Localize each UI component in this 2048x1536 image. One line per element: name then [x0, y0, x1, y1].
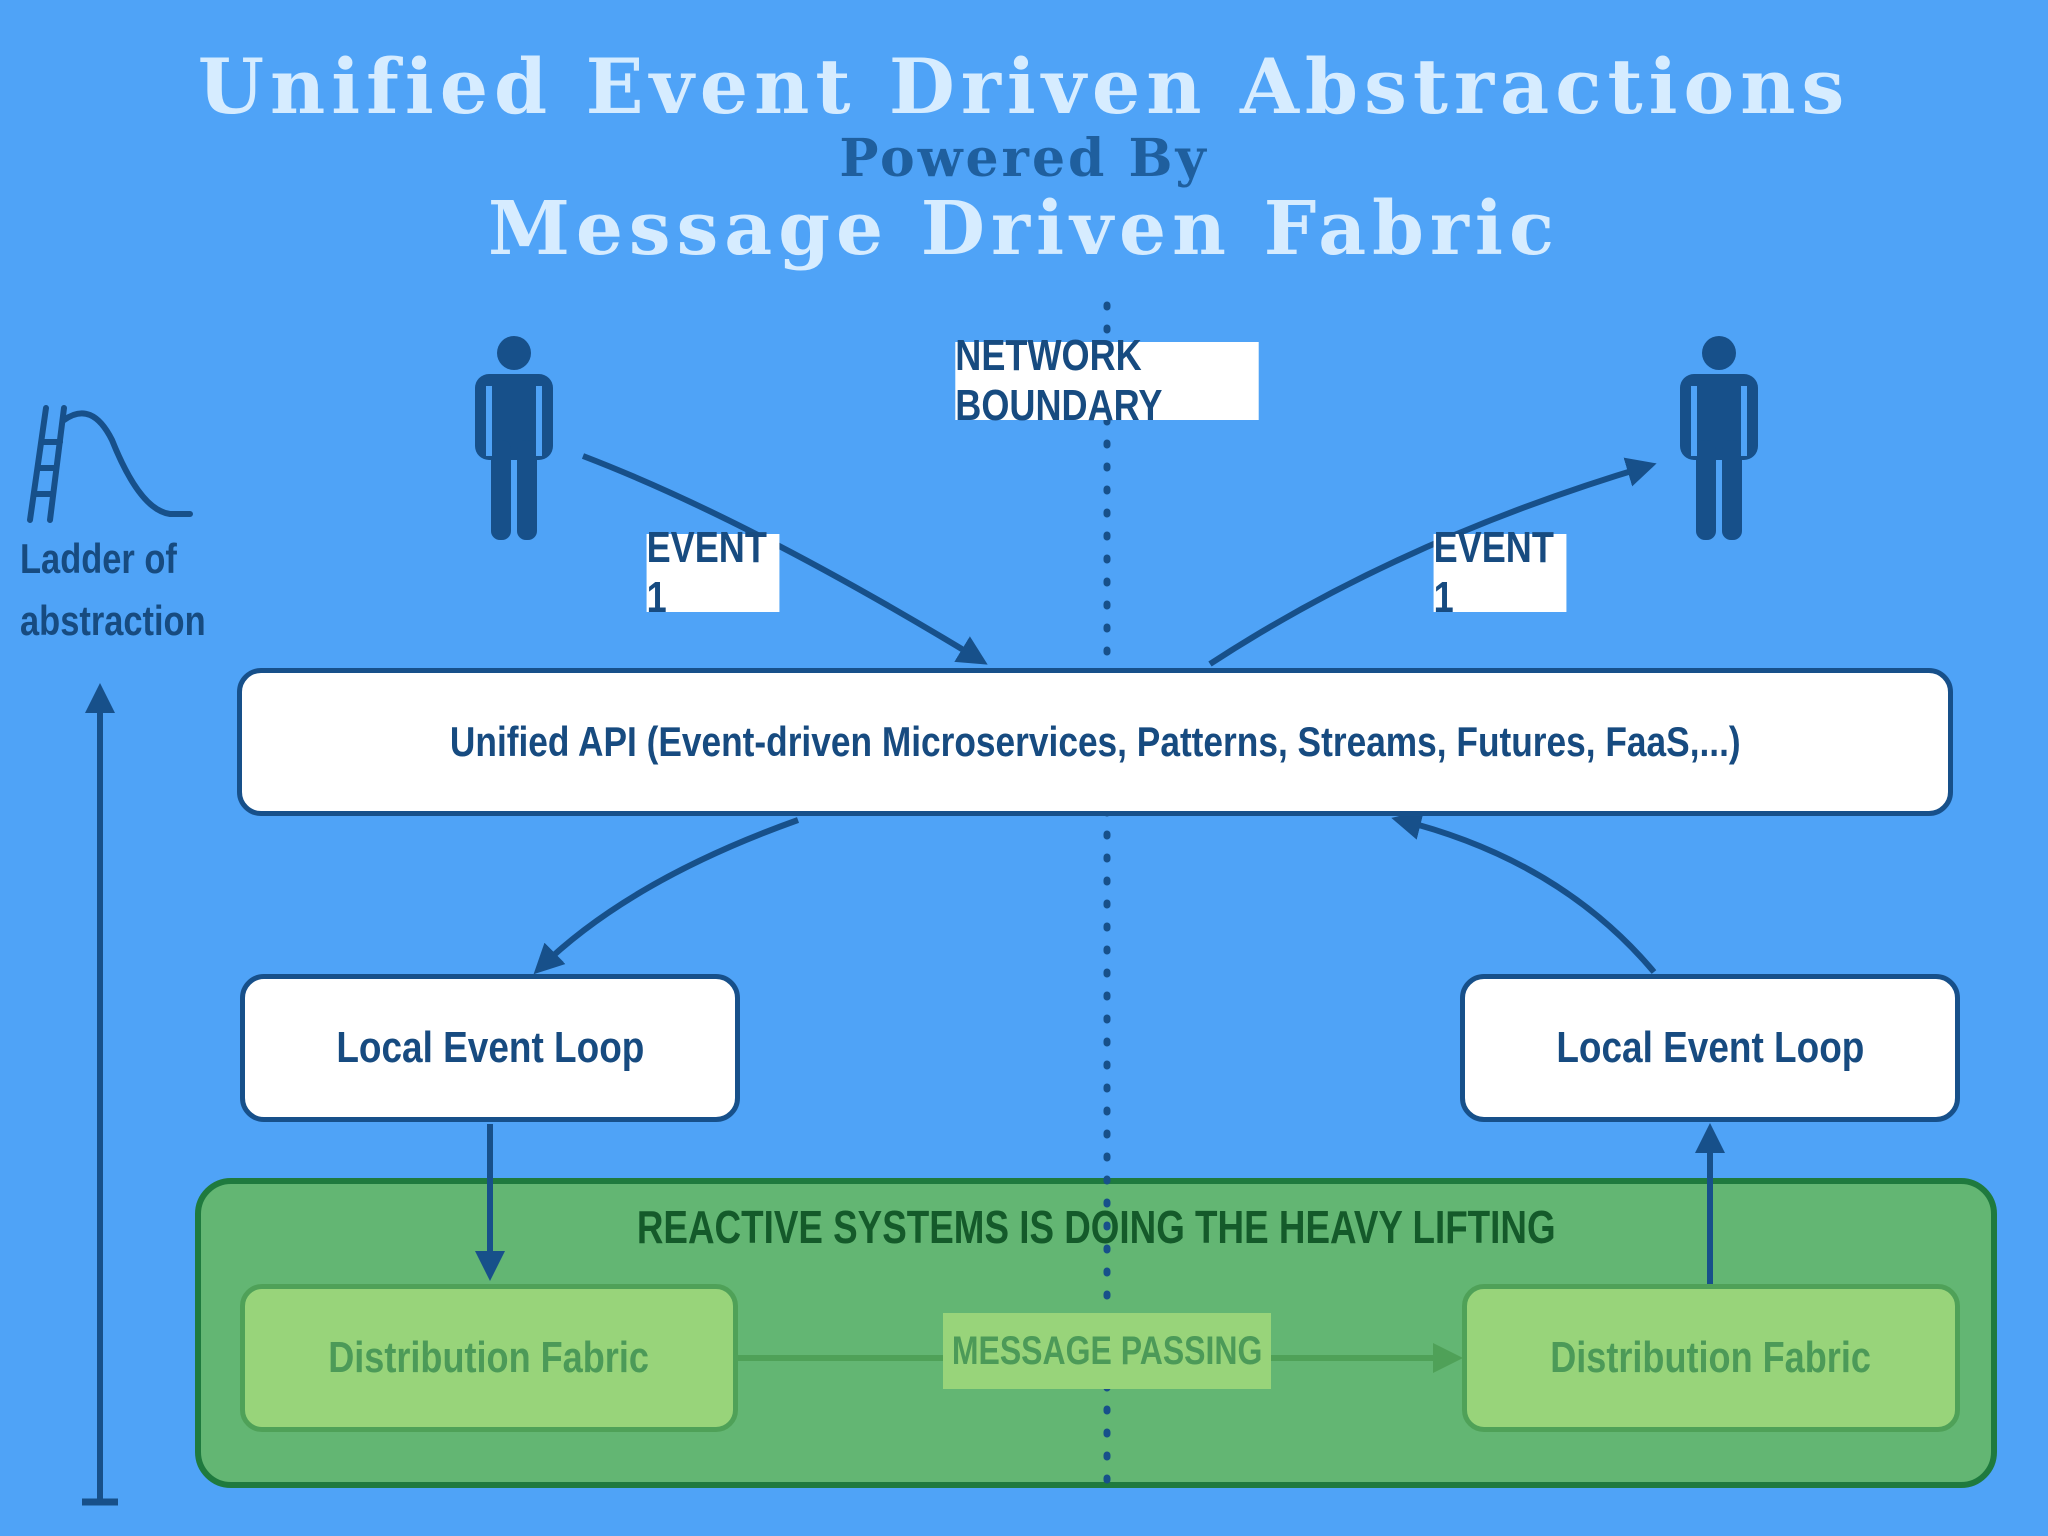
- arrow-person-to-api: [581, 453, 988, 665]
- arrow-local-loop-to-api: [1391, 810, 1657, 974]
- slide-icon: [27, 405, 193, 523]
- local-event-loop-left: Local Event Loop: [240, 974, 740, 1122]
- person-icon-right: [1680, 336, 1758, 540]
- event-label-left: EVENT 1: [646, 523, 780, 622]
- ladder-of-abstraction-label: Ladder of abstraction: [20, 535, 206, 644]
- unified-api-box: Unified API (Event-driven Microservices,…: [237, 668, 1953, 816]
- person-icon-left: [475, 336, 553, 540]
- title-line-1: Unified Event Driven Abstractions: [197, 42, 1851, 131]
- event-label-right: EVENT 1: [1433, 523, 1567, 622]
- reactive-systems-title: REACTIVE SYSTEMS IS DOING THE HEAVY LIFT…: [636, 1201, 1556, 1253]
- arrow-api-to-local-loop: [533, 817, 800, 975]
- distribution-fabric-left: Distribution Fabric: [240, 1284, 738, 1432]
- local-event-loop-right: Local Event Loop: [1460, 974, 1960, 1122]
- distribution-fabric-right: Distribution Fabric: [1462, 1284, 1960, 1432]
- title-line-2: Powered By: [839, 128, 1209, 189]
- arrow-api-to-person: [1208, 457, 1657, 667]
- network-boundary-label: NETWORK BOUNDARY: [955, 331, 1259, 430]
- message-passing-label: MESSAGE PASSING: [943, 1313, 1271, 1389]
- title-line-3: Message Driven Fabric: [487, 186, 1561, 272]
